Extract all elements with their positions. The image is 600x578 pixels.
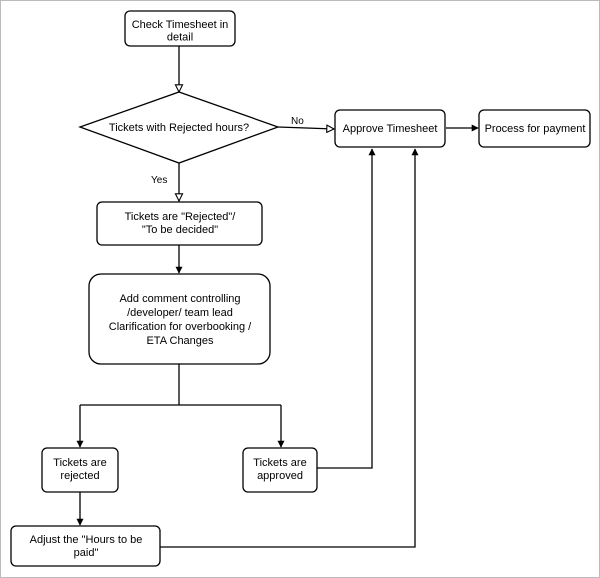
node-approve-label: Approve Timesheet: [343, 123, 438, 135]
label-line: "To be decided": [142, 224, 218, 236]
label-line: Add comment controlling: [119, 293, 240, 305]
label-line: rejected: [60, 470, 99, 482]
label-line: /developer/ team lead: [127, 307, 233, 319]
label-line: Tickets are "Rejected"/: [125, 211, 237, 223]
label-line: Check Timesheet in: [132, 19, 229, 31]
node-approve-timesheet: Approve Timesheet: [334, 109, 446, 148]
node-decision-label: Tickets with Rejected hours?: [109, 122, 249, 134]
edge-label-yes: Yes: [151, 175, 167, 186]
label-line: paid": [74, 547, 99, 559]
label-line: Approve Timesheet: [343, 123, 438, 135]
node-process-payment: Process for payment: [478, 109, 591, 148]
edges: [76, 46, 479, 548]
label-line: Tickets are: [53, 457, 106, 469]
edge-label-no: No: [291, 116, 304, 127]
label-line: Adjust the "Hours to be: [30, 534, 143, 546]
edge-adjust-to-approve: [160, 148, 419, 548]
edge-decision-to-approve: [277, 127, 334, 129]
node-payment-label: Process for payment: [485, 123, 586, 135]
label-line: detail: [167, 32, 193, 44]
label-line: Tickets with Rejected hours?: [109, 122, 249, 134]
edge-approved-to-approve: [317, 148, 376, 469]
node-decision-rejected-hours: Tickets with Rejected hours?: [78, 91, 280, 164]
node-comment-label: Add comment controlling/developer/ team …: [109, 293, 252, 347]
node-rtbd-label: Tickets are "Rejected"/"To be decided": [125, 211, 237, 236]
label-line: Tickets are: [253, 457, 306, 469]
label-line: approved: [257, 470, 303, 482]
label-line: ETA Changes: [146, 335, 214, 347]
edge-comment-split: [80, 364, 281, 406]
label-line: Clarification for overbooking /: [109, 321, 252, 333]
label-line: Process for payment: [485, 123, 586, 135]
node-tickets-rejected-tbd: Tickets are "Rejected"/"To be decided": [96, 201, 263, 246]
node-add-comment: Add comment controlling/developer/ team …: [88, 273, 271, 365]
